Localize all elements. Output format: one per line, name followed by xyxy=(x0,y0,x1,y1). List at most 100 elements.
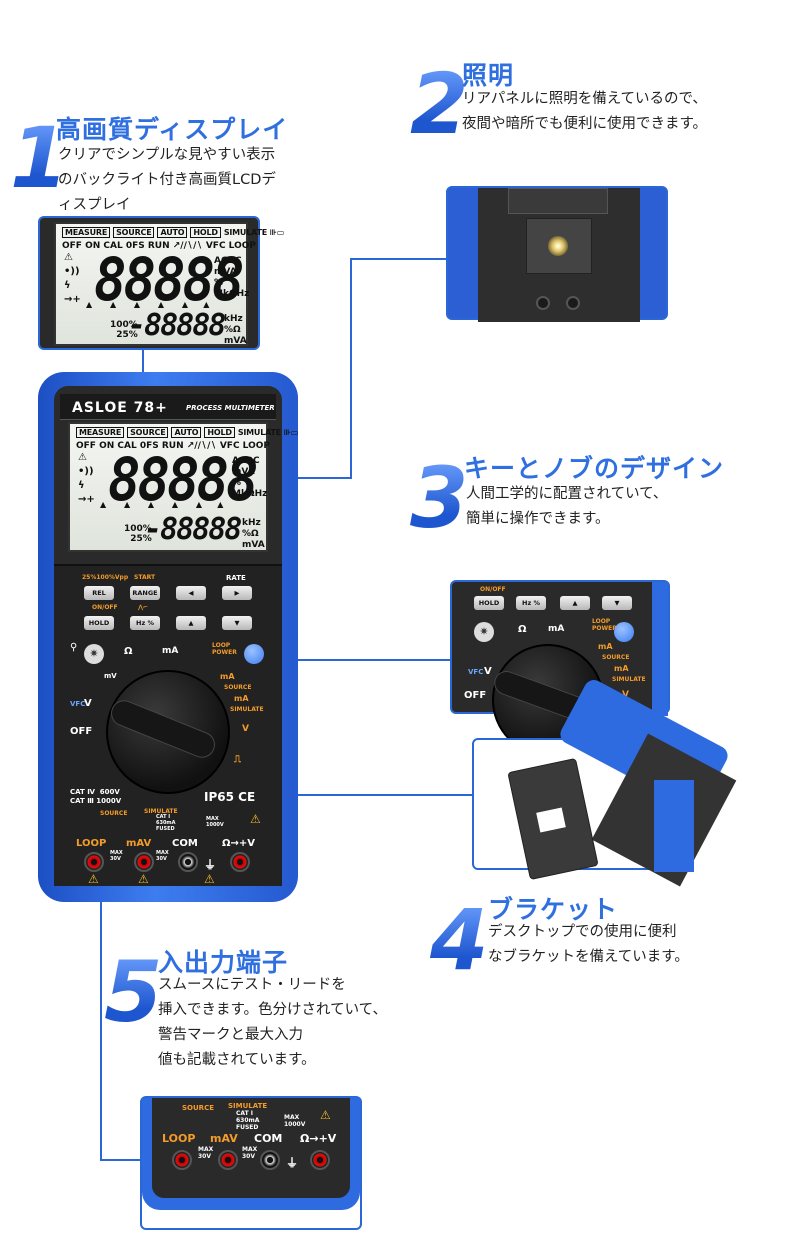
connector-line xyxy=(212,659,452,661)
feature-title-1: 高画質ディスプレイ xyxy=(56,115,289,144)
feature-desc-line: スムースにテスト・リードを xyxy=(158,977,346,993)
label-v-right: V xyxy=(242,724,249,734)
feature-desc-line: デスクトップでの使用に便利 xyxy=(488,924,677,940)
feature-desc-line: 挿入できます。色分けされていて、 xyxy=(158,1002,387,1018)
terminal-label-mav: mAV xyxy=(126,838,152,849)
label-on-off: ON/OFF xyxy=(92,604,118,611)
feature-desc-4: デスクトップでの使用に便利 なブラケットを備えています。 xyxy=(488,920,689,970)
label-ma-right2: mA xyxy=(614,664,629,673)
lcd-sub-units: kHz %Ω mVA xyxy=(242,518,265,550)
connector-line xyxy=(100,870,102,1160)
feature-desc-line: ィスプレイ xyxy=(58,197,131,213)
feature-number-4: 4 xyxy=(430,891,489,989)
loop-power-button[interactable] xyxy=(244,644,264,664)
up-arrow-button[interactable]: ▲ xyxy=(176,616,206,630)
hold-button[interactable]: HOLD xyxy=(84,616,114,630)
bracket-closeup-frame xyxy=(472,676,737,887)
feature-desc-line: リアパネルに照明を備えているので、 xyxy=(462,91,707,107)
terminal-label-mav: mAV xyxy=(210,1132,238,1145)
warning-icon: ⚠ xyxy=(320,1108,331,1122)
lcd-tag: SOURCE xyxy=(127,427,169,438)
label-ma-right: mA xyxy=(598,642,613,651)
feature-desc-5: スムースにテスト・リードを 挿入できます。色分けされていて、 警告マークと最大入… xyxy=(158,973,387,1073)
lcd-mode-row: OFF ON CAL 0FS RUN ↗∕∕∖∕∖ VFC LOOP xyxy=(76,441,270,451)
label-max-30v-a: MAX 30V xyxy=(198,1146,214,1160)
down-arrow-button[interactable]: ▼ xyxy=(602,596,632,610)
range-button[interactable]: RANGE xyxy=(130,586,160,600)
com-terminal-jack[interactable] xyxy=(178,852,198,872)
lcd-mode-row: OFF ON CAL 0FS RUN ↗∕∕∖∕∖ VFC LOOP xyxy=(62,241,256,251)
mav-terminal-jack[interactable] xyxy=(218,1150,238,1170)
feature-title-4: ブラケット xyxy=(488,895,619,924)
down-arrow-button[interactable]: ▼ xyxy=(222,616,252,630)
connector-line xyxy=(290,794,472,796)
hz-percent-button[interactable]: Hz % xyxy=(130,616,160,630)
label-loop-power: LOOP POWER xyxy=(212,642,237,656)
hz-percent-button[interactable]: Hz % xyxy=(516,596,546,610)
backlight-button[interactable]: ✷ xyxy=(84,644,104,664)
label-max-30v-a: MAX 30V xyxy=(110,850,123,862)
terminals-closeup-frame: SOURCE SIMULATE CAT I 630mA FUSED MAX 10… xyxy=(140,1096,362,1230)
label-simulate-bracket: SIMULATE xyxy=(228,1102,268,1110)
com-terminal-jack[interactable] xyxy=(260,1150,280,1170)
rear-panel-slot xyxy=(508,188,608,214)
label-cat-i-fused: CAT I 630mA FUSED xyxy=(236,1110,260,1131)
lcd-indicator-marks: ▲ ▲ ▲ ▲ ▲ ▲ xyxy=(86,300,210,309)
right-arrow-button[interactable]: ▶ xyxy=(222,586,252,600)
backlight-closeup-frame xyxy=(446,186,668,322)
lcd-tag: SIMULATE xyxy=(237,428,281,437)
feature-number-5: 5 xyxy=(104,943,163,1041)
lcd-percent-labels: 100% 25% xyxy=(110,320,138,340)
feature-desc-line: のバックライト付き高画質LCDデ xyxy=(58,172,276,188)
label-v-left: V xyxy=(484,666,492,677)
label-off: OFF xyxy=(70,726,93,737)
ohm-v-terminal-jack[interactable] xyxy=(310,1150,330,1170)
brand-name: ASLOE 78+ xyxy=(72,400,168,416)
loop-terminal-jack[interactable] xyxy=(172,1150,192,1170)
feature-desc-line: 人間工学的に配置されていて、 xyxy=(466,486,668,502)
lcd-tag: AUTO xyxy=(171,427,202,438)
hold-button[interactable]: HOLD xyxy=(474,596,504,610)
lcd-percent-labels: 100% 25% xyxy=(124,524,152,544)
lcd-tag: HOLD xyxy=(204,427,235,438)
loop-terminal-jack[interactable] xyxy=(84,852,104,872)
terminal-panel-face xyxy=(152,1098,350,1198)
buzzer-icon: •)) xyxy=(78,466,94,477)
lcd-main-digits: 88888 xyxy=(108,444,259,515)
label-simulate: SIMULATE xyxy=(230,706,264,713)
label-vfc: VFC xyxy=(70,700,86,708)
meter-side-blue xyxy=(654,780,694,872)
label-ma-right: mA xyxy=(220,672,235,681)
up-arrow-button[interactable]: ▲ xyxy=(560,596,590,610)
label-max-30v-b: MAX 30V xyxy=(242,1146,258,1160)
rear-screw-right xyxy=(566,296,580,310)
left-arrow-button[interactable]: ◀ xyxy=(176,586,206,600)
feature-desc-3: 人間工学的に配置されていて、 簡単に操作できます。 xyxy=(466,482,667,532)
lcd-sub-units: kHz %Ω mVA xyxy=(224,314,247,346)
ground-icon: ⏚ xyxy=(286,1156,299,1170)
feature-desc-line: 簡単に操作できます。 xyxy=(466,511,610,527)
connector-line xyxy=(350,258,446,260)
feature-desc-1: クリアでシンプルな見やすい表示 のバックライト付き高画質LCDデ ィスプレイ xyxy=(58,143,276,218)
rear-screw-left xyxy=(536,296,550,310)
warning-icon: ⚠ xyxy=(88,872,99,886)
ohm-v-terminal-jack[interactable] xyxy=(230,852,250,872)
warning-icon: ⚠ xyxy=(250,812,261,826)
backlight-button[interactable]: ✷ xyxy=(474,622,494,642)
feature-desc-2: リアパネルに照明を備えているので、 夜間や暗所でも便利に使用できます。 xyxy=(462,87,707,137)
flashlight-icon: ⚲ xyxy=(70,642,78,653)
label-max-1000v: MAX 1000V xyxy=(206,816,224,828)
rel-button[interactable]: REL xyxy=(84,586,114,600)
lcd-tag: SIMULATE xyxy=(223,228,267,237)
mav-terminal-jack[interactable] xyxy=(134,852,154,872)
label-25-100-vpp: 25%100%Vpp xyxy=(82,574,129,581)
label-cat-i-fused: CAT I 630mA FUSED xyxy=(156,814,176,832)
loop-power-button[interactable] xyxy=(614,622,634,642)
feature-desc-line: 警告マークと最大入力 xyxy=(158,1027,303,1043)
connector-line xyxy=(296,477,352,479)
diode-icon: →+ xyxy=(64,294,81,305)
lcd-main-units: ACDC mVA % MkΩHz xyxy=(232,456,268,499)
